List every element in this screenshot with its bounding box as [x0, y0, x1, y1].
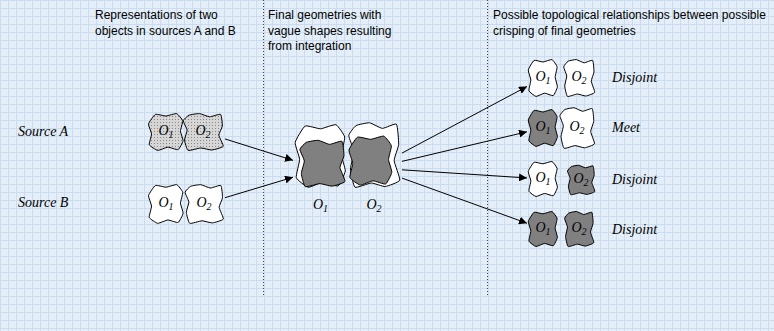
- column-divider: [263, 0, 264, 295]
- text-part: O: [196, 195, 206, 210]
- relation-label: Disjoint: [612, 70, 657, 85]
- object-shape: O2: [558, 106, 596, 150]
- object-name: O1: [535, 70, 550, 86]
- text-part: O: [313, 197, 323, 212]
- text-part: 1: [546, 125, 551, 136]
- object-name: O2: [195, 124, 210, 140]
- text-part: O: [569, 119, 579, 134]
- object-boundary: [149, 114, 184, 151]
- object-boundary: [567, 165, 594, 195]
- object-name: O2: [571, 70, 586, 86]
- object-shape: O2: [562, 58, 596, 98]
- object-outline: [346, 120, 402, 190]
- object-boundary: [528, 60, 557, 97]
- text-part: O: [535, 220, 545, 235]
- text-part: 2: [207, 201, 212, 212]
- column-heading: Possible topological relationships betwe…: [493, 8, 768, 39]
- arrow-connector: [225, 139, 293, 160]
- arrow-connector: [402, 170, 527, 178]
- object-name: O2: [573, 172, 588, 188]
- arrow-connector: [402, 178, 527, 223]
- object-shape: O2: [183, 183, 225, 225]
- object-name: O2: [569, 120, 584, 136]
- object-shape: O1: [527, 210, 559, 248]
- text-part: 1: [323, 203, 328, 214]
- text-part: O: [535, 119, 545, 134]
- object-boundary: [528, 110, 557, 147]
- object-outline: [293, 122, 348, 190]
- vague-outer-boundary: [349, 123, 400, 188]
- object-shape: O2: [566, 164, 596, 196]
- text-part: 2: [582, 226, 587, 237]
- text-part: O: [195, 123, 205, 138]
- crisp-core: [349, 136, 392, 185]
- object-shape: O1: [293, 122, 348, 216]
- text-part: 2: [580, 125, 585, 136]
- object-boundary: [185, 185, 223, 224]
- object-boundary: [565, 212, 594, 247]
- text-part: 2: [584, 177, 589, 188]
- text-part: O: [158, 123, 168, 138]
- column-divider: [487, 0, 488, 295]
- text-part: O: [535, 170, 545, 185]
- object-shape: O1: [527, 108, 559, 148]
- object-shape: O1: [147, 183, 185, 225]
- source-label: Source B: [18, 195, 68, 210]
- text-part: 2: [582, 75, 587, 86]
- relation-label: Meet: [612, 120, 640, 135]
- object-shape: O1: [527, 58, 559, 98]
- text-part: 1: [546, 176, 551, 187]
- object-boundary: [528, 211, 557, 246]
- text-part: 1: [169, 201, 174, 212]
- object-name: O2: [366, 198, 381, 214]
- text-part: 2: [377, 203, 382, 214]
- object-boundary: [528, 161, 557, 196]
- object-name: O1: [158, 124, 173, 140]
- object-name: O1: [535, 171, 550, 187]
- object-name: O2: [571, 221, 586, 237]
- crisp-core: [300, 140, 345, 186]
- text-part: O: [571, 220, 581, 235]
- arrow-connector: [225, 177, 293, 197]
- arrow-connector: [402, 132, 527, 162]
- object-shape: O1: [527, 160, 559, 198]
- object-name: O1: [535, 221, 550, 237]
- text-part: O: [573, 171, 583, 186]
- object-name: O1: [313, 198, 328, 214]
- arrow-connector: [402, 87, 527, 154]
- object-boundary: [183, 114, 223, 151]
- object-boundary: [560, 108, 595, 149]
- object-name: O1: [535, 120, 550, 136]
- object-name: O2: [196, 196, 211, 212]
- object-name: O1: [158, 196, 173, 212]
- text-part: 2: [206, 129, 211, 140]
- object-shape: O1: [147, 112, 185, 152]
- relation-label: Disjoint: [612, 222, 657, 237]
- object-shape: O2: [563, 210, 595, 248]
- object-boundary: [564, 60, 595, 97]
- text-part: O: [571, 69, 581, 84]
- object-shape: O2: [346, 120, 402, 216]
- object-shape: O2: [181, 112, 225, 152]
- column-heading: Final geometries with vague shapes resul…: [268, 8, 398, 55]
- text-part: O: [366, 197, 376, 212]
- vague-outer-boundary: [295, 125, 345, 188]
- text-part: O: [158, 195, 168, 210]
- text-part: 1: [169, 129, 174, 140]
- source-label: Source A: [18, 124, 68, 139]
- text-part: 1: [546, 75, 551, 86]
- text-part: 1: [546, 226, 551, 237]
- object-boundary: [149, 185, 184, 224]
- column-heading: Representations of two objects in source…: [95, 8, 255, 39]
- text-part: O: [535, 69, 545, 84]
- relation-label: Disjoint: [612, 172, 657, 187]
